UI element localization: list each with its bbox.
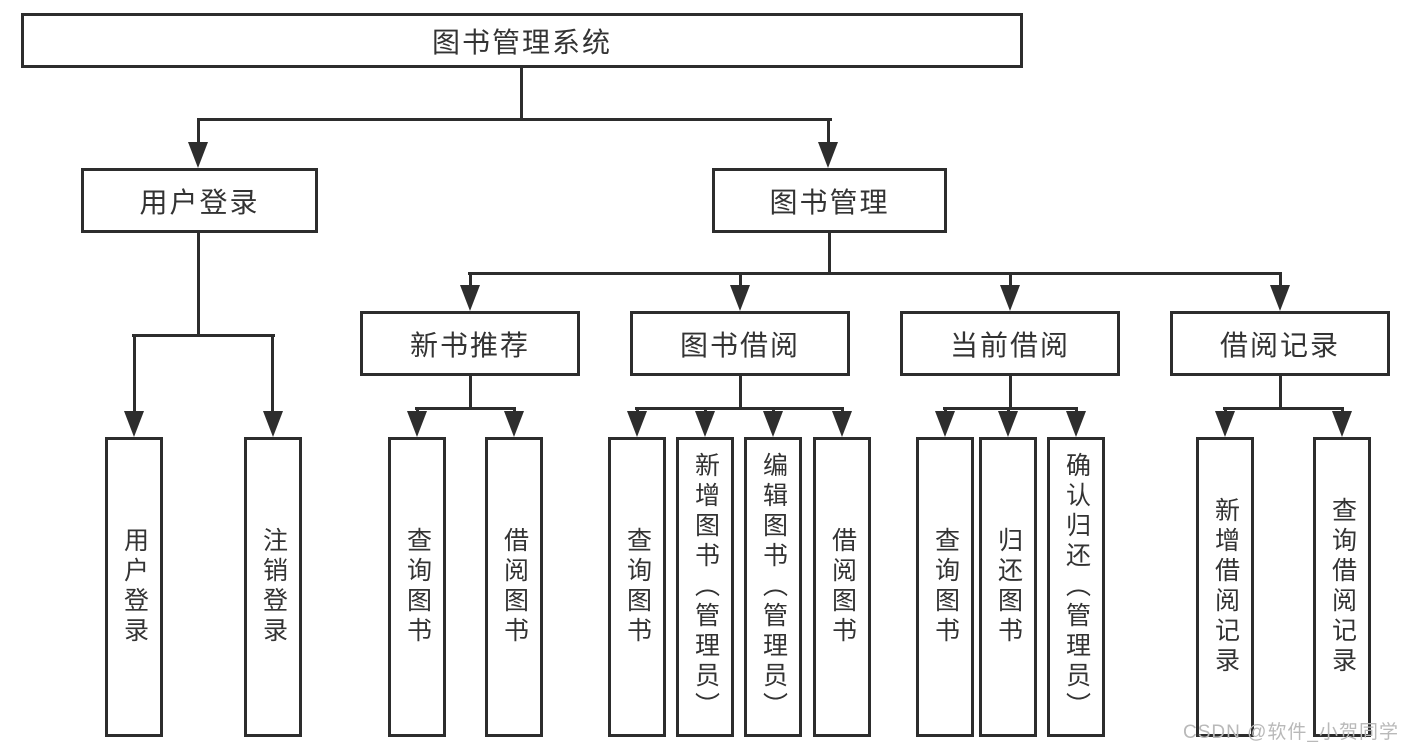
edge-book-borrow-rail xyxy=(635,407,844,410)
arrowhead-leaf xyxy=(695,411,715,437)
leaf-return-book: 归还图书 xyxy=(979,437,1037,737)
arrowhead-logout-leaf xyxy=(263,411,283,437)
leaf-edit-book-admin: 编辑图书（管理员） xyxy=(744,437,802,737)
leaf-user-login: 用户登录 xyxy=(105,437,163,737)
leaf-confirm-return-admin: 确认归还（管理员） xyxy=(1047,437,1105,737)
edge-to-book-mgmt xyxy=(827,119,830,145)
leaf-add-borrow-record: 新增借阅记录 xyxy=(1196,437,1254,737)
arrowhead-new-rec xyxy=(460,285,480,311)
edge-user-login-rail xyxy=(132,334,275,337)
node-user-login: 用户登录 xyxy=(81,168,318,233)
node-current-borrow: 当前借阅 xyxy=(900,311,1120,376)
leaf-borrow-book-rec: 借阅图书 xyxy=(485,437,543,737)
arrowhead-leaf xyxy=(504,411,524,437)
edge-to-new-rec xyxy=(469,273,472,287)
leaf-borrow-book: 借阅图书 xyxy=(813,437,871,737)
arrowhead-leaf xyxy=(998,411,1018,437)
edge-borrow-record-stem xyxy=(1279,376,1282,410)
arrowhead-leaf xyxy=(935,411,955,437)
node-book-mgmt: 图书管理 xyxy=(712,168,947,233)
edge-new-rec-rail xyxy=(415,407,516,410)
arrowhead-borrow-record xyxy=(1270,285,1290,311)
edge-borrow-record-rail xyxy=(1223,407,1344,410)
edge-to-logout-leaf xyxy=(271,334,274,414)
edge-cur-borrow-rail xyxy=(943,407,1078,410)
edge-user-login-stem xyxy=(197,233,200,337)
edge-to-cur-borrow xyxy=(1009,273,1012,287)
arrowhead-book-borrow xyxy=(730,285,750,311)
leaf-query-book-cur: 查询图书 xyxy=(916,437,974,737)
edge-to-user-login xyxy=(197,119,200,145)
leaf-logout: 注销登录 xyxy=(244,437,302,737)
node-new-book-rec: 新书推荐 xyxy=(360,311,580,376)
edge-to-login-leaf xyxy=(133,334,136,414)
leaf-query-book-rec: 查询图书 xyxy=(388,437,446,737)
node-borrow-record: 借阅记录 xyxy=(1170,311,1390,376)
node-root: 图书管理系统 xyxy=(21,13,1023,68)
arrowhead-cur-borrow xyxy=(1000,285,1020,311)
edge-new-rec-stem xyxy=(469,376,472,410)
edge-to-book-borrow xyxy=(739,273,742,287)
watermark: CSDN @软件_小贺同学 xyxy=(1183,722,1399,743)
arrowhead-leaf xyxy=(763,411,783,437)
leaf-query-book: 查询图书 xyxy=(608,437,666,737)
edge-to-borrow-record xyxy=(1279,273,1282,287)
edge-book-borrow-stem xyxy=(739,376,742,410)
arrowhead-book-mgmt xyxy=(818,142,838,168)
arrowhead-leaf xyxy=(1332,411,1352,437)
edge-cur-borrow-stem xyxy=(1009,376,1012,410)
leaf-add-book-admin: 新增图书（管理员） xyxy=(676,437,734,737)
arrowhead-user-login xyxy=(188,142,208,168)
leaf-query-borrow-record: 查询借阅记录 xyxy=(1313,437,1371,737)
arrowhead-leaf xyxy=(1066,411,1086,437)
arrowhead-leaf xyxy=(407,411,427,437)
arrowhead-leaf xyxy=(832,411,852,437)
node-book-borrow: 图书借阅 xyxy=(630,311,850,376)
arrowhead-leaf xyxy=(1215,411,1235,437)
edge-level1-rail xyxy=(197,118,832,121)
edge-root-stem xyxy=(520,68,523,121)
edge-level2-rail xyxy=(468,272,1282,275)
edge-book-mgmt-stem xyxy=(828,233,831,274)
arrowhead-login-leaf xyxy=(124,411,144,437)
arrowhead-leaf xyxy=(627,411,647,437)
